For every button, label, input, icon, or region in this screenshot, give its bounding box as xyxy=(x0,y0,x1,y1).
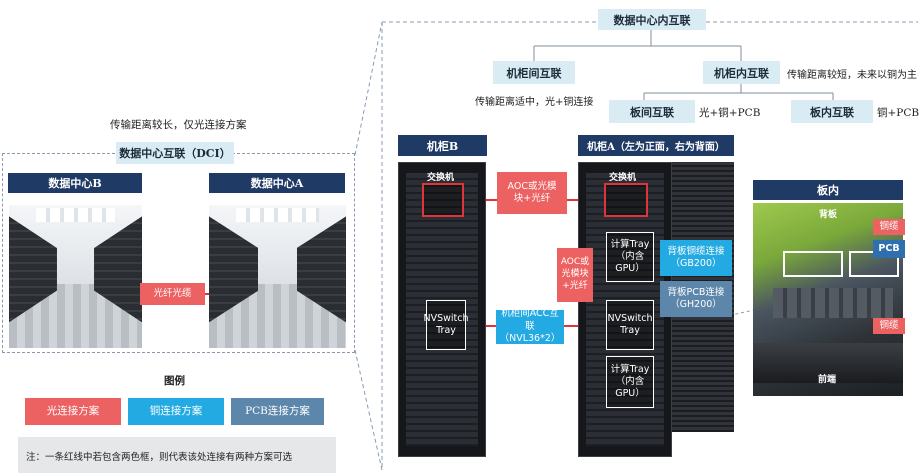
cabinet-b-switch xyxy=(422,183,464,217)
cabinet-a-nvswitch-tray: NVSwitch Tray xyxy=(606,300,654,350)
zoom-line xyxy=(354,21,383,156)
legend-note: 注：一条红线中若包含两色框，则代表该处连接有两种方案可选 xyxy=(26,452,293,463)
zoom-line xyxy=(354,349,383,471)
legend-pcb: PCB连接方案 xyxy=(231,398,324,425)
cabinet-b-graphic xyxy=(398,162,486,457)
board-backplane-label: 背板 xyxy=(819,210,838,220)
cabinet-b-switch-label: 交换机 xyxy=(427,173,455,183)
board-pcb: PCB xyxy=(873,240,905,258)
cabinet-a-compute-tray-bottom: 计算Tray（内含GPU） xyxy=(606,356,654,408)
tree-board-inside: 板内互联 xyxy=(791,100,873,123)
legend-optical: 光连接方案 xyxy=(25,398,121,425)
dc-a-title: 数据中心A xyxy=(209,173,345,193)
board-front-label: 前端 xyxy=(818,375,837,385)
tree-intra-rack: 机柜内互联 xyxy=(703,61,780,84)
fiber-cable-label: 光纤光缆 xyxy=(140,283,205,305)
legend-title: 图例 xyxy=(164,375,185,387)
tree-inter-rack-note: 传输距离适中，光+铜连接 xyxy=(475,97,594,108)
aoc-mid-label: AOC或光模块+光纤 xyxy=(557,248,593,302)
board-title: 板内 xyxy=(753,180,903,200)
tree-inter-rack: 机柜间互联 xyxy=(493,61,575,84)
tree-board-inside-note: 铜+PCB xyxy=(877,107,920,119)
cabinet-a-title: 机柜A（左为正面，右为背面） xyxy=(578,135,734,156)
board-copper-top: 铜缆 xyxy=(873,219,905,235)
cabinet-a-compute-tray-top: 计算Tray（内含GPU） xyxy=(606,232,654,282)
board-copper-bottom: 铜缆 xyxy=(873,318,905,334)
tree-board-between: 板间互联 xyxy=(609,100,695,123)
legend-copper: 铜连接方案 xyxy=(128,398,224,425)
tree-board-between-note: 光+铜+PCB xyxy=(699,107,761,119)
cabinet-a-front-graphic xyxy=(578,162,672,457)
data-center-a-photo xyxy=(209,205,346,348)
backplane-pcb-label: 背板PCB连接（GH200） xyxy=(660,281,732,317)
board-photo xyxy=(753,203,903,396)
acc-link-label: 机柜间ACC互联（NVL36*2） xyxy=(496,308,564,344)
cabinet-b-title: 机柜B xyxy=(398,135,487,156)
aoc-top-label: AOC或光模块+光纤 xyxy=(497,172,567,214)
backplane-copper-label: 背板铜缆连接（GB200） xyxy=(660,240,732,276)
legend-note-box xyxy=(18,437,336,473)
dci-title: 数据中心互联（DCI） xyxy=(116,142,234,164)
dci-caption: 传输距离较长，仅光连接方案 xyxy=(110,119,247,131)
cabinet-a-switch xyxy=(604,183,648,217)
dc-b-title: 数据中心B xyxy=(8,173,142,193)
data-center-b-photo xyxy=(9,205,142,348)
cabinet-b-nvswitch-tray: NVSwitch Tray xyxy=(424,300,469,350)
cabinet-a-switch-label: 交换机 xyxy=(609,173,637,183)
tree-intra-rack-note: 传输距离较短，未来以铜为主 xyxy=(787,70,917,81)
tree-root: 数据中心内互联 xyxy=(598,9,706,30)
